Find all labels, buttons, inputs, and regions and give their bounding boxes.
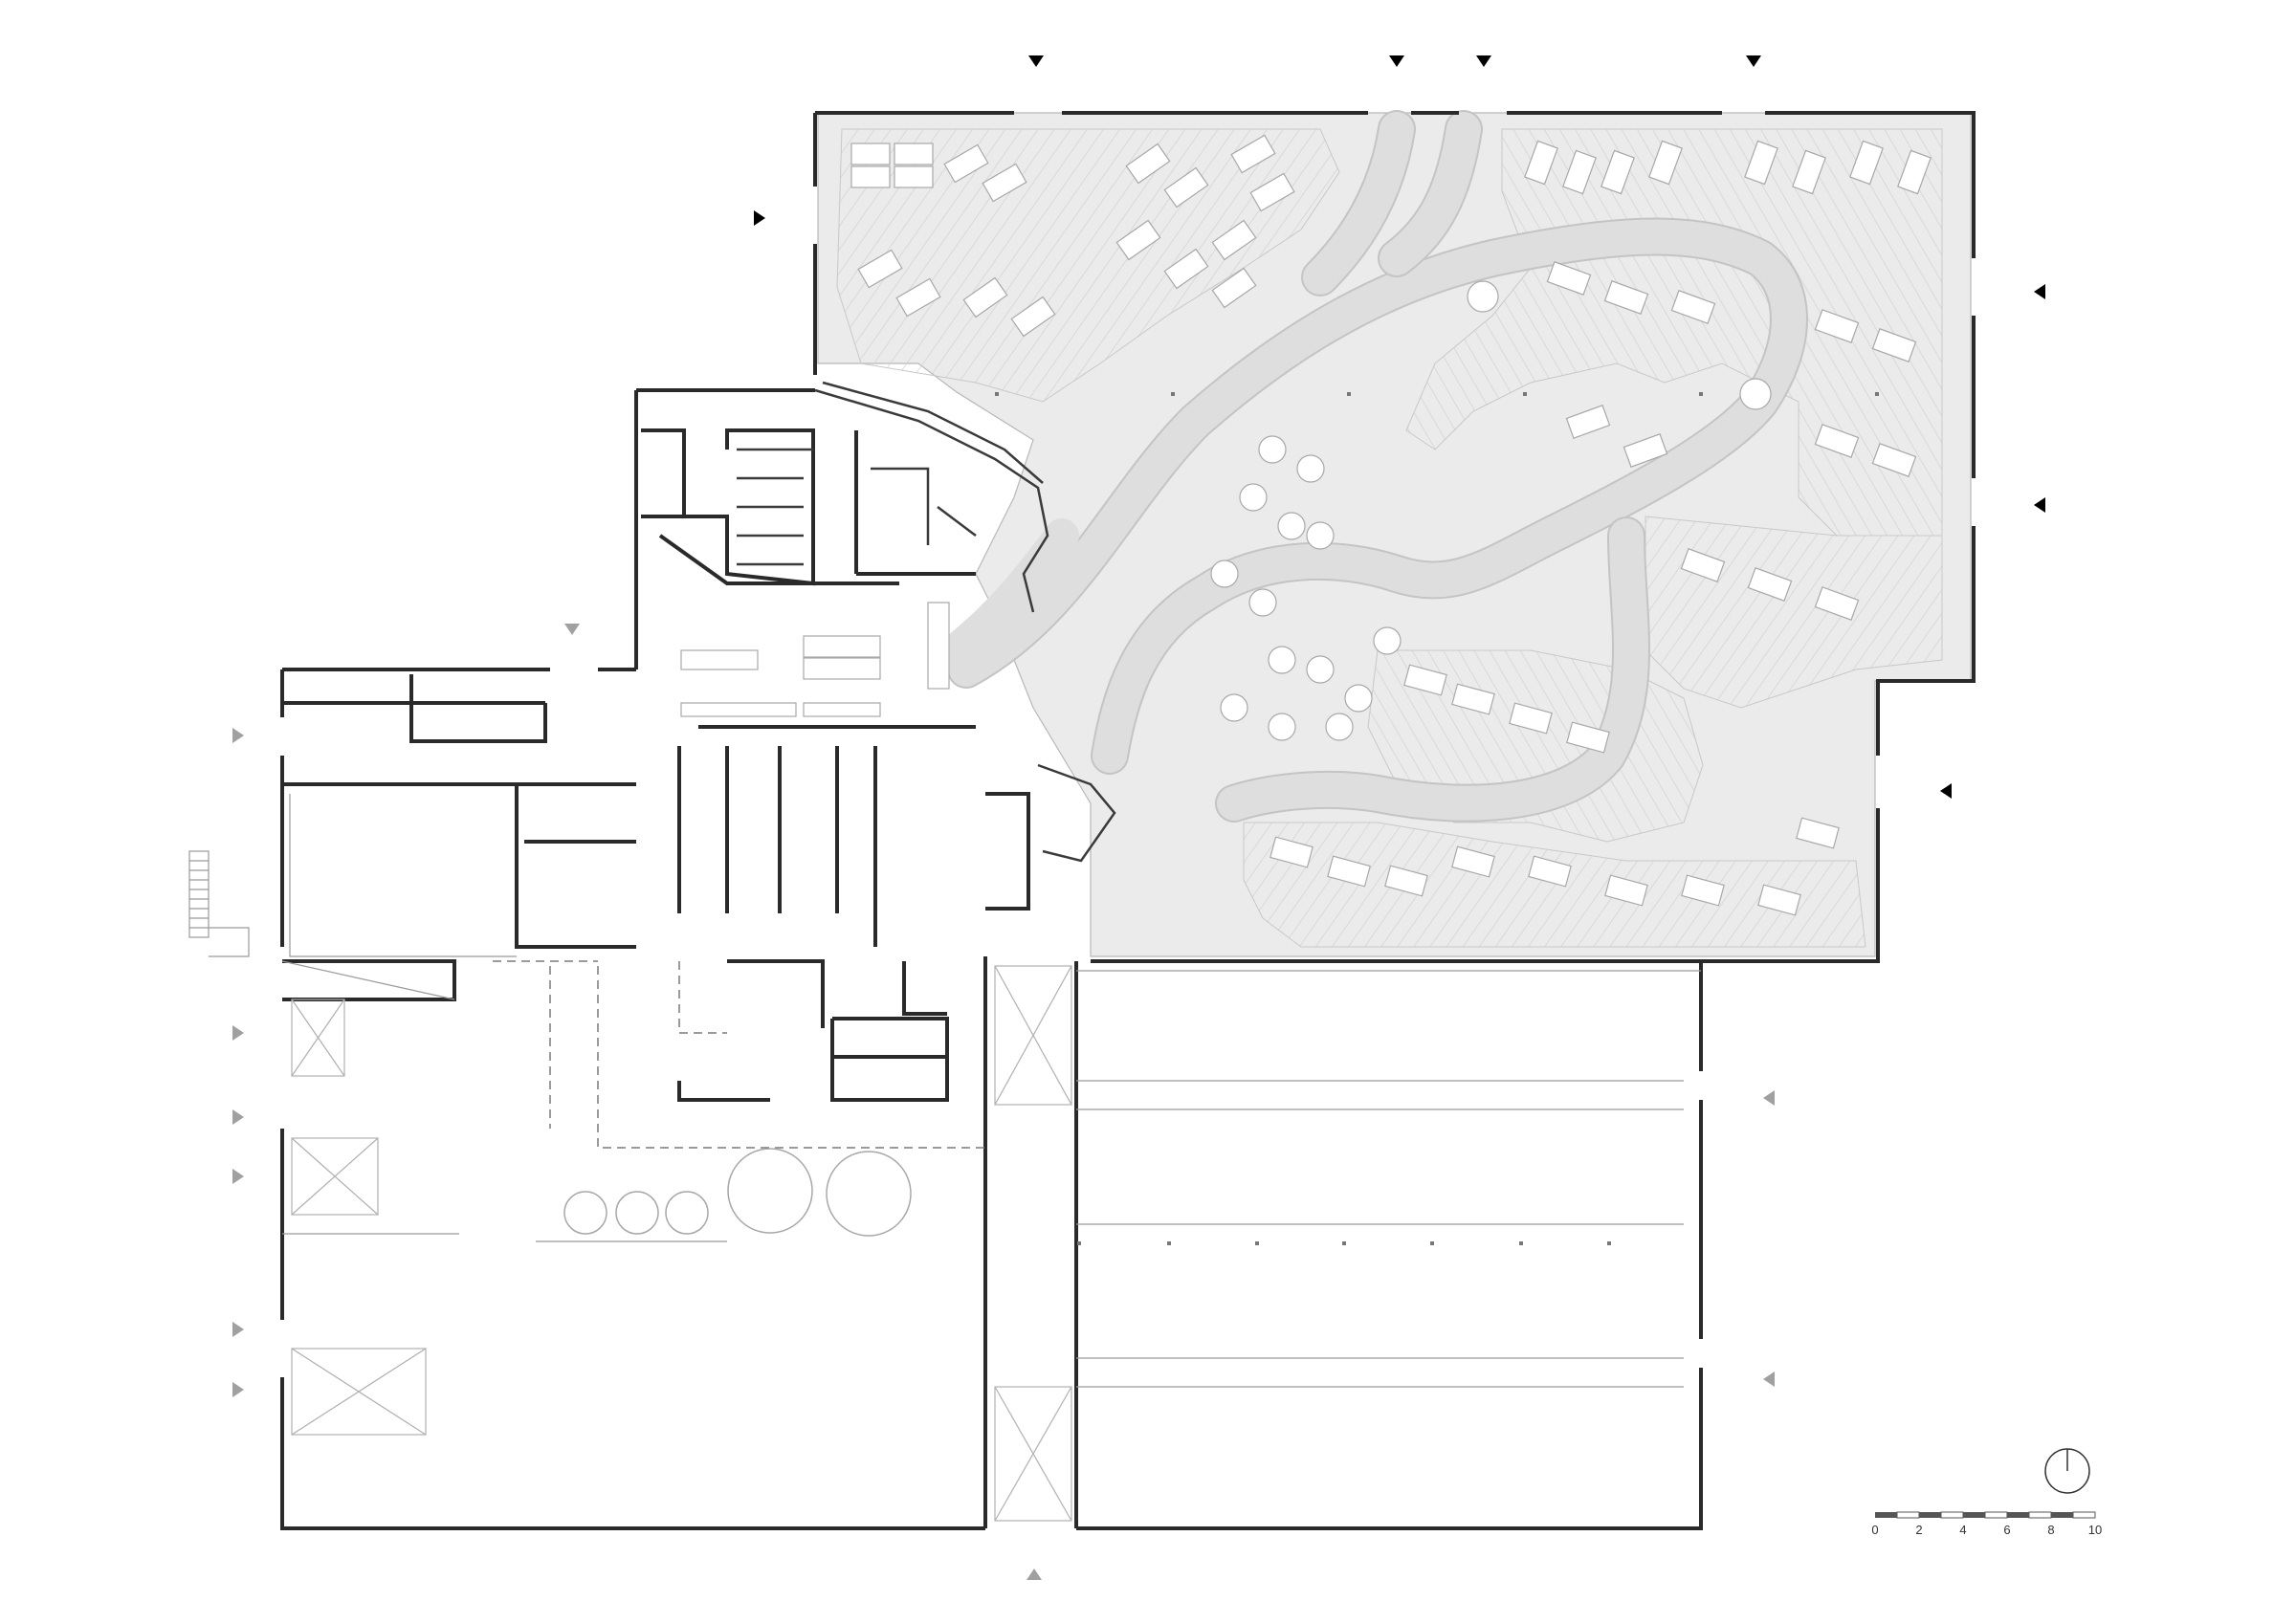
desk-cluster-northwest: [850, 134, 1295, 338]
secondary-entrances: [232, 624, 1775, 1580]
scale-label: 6: [2003, 1523, 2010, 1537]
scale-label: 0: [1871, 1523, 1878, 1537]
tanks: [563, 1148, 912, 1237]
circulation-path: [949, 219, 1806, 773]
columns: [995, 392, 1879, 396]
desk-cluster-northeast: [1524, 140, 1932, 621]
scale-label: 10: [2088, 1523, 2102, 1537]
primary-entrances: [754, 55, 2045, 799]
loading-bays: [291, 965, 1072, 1522]
entrance-arrow-icon: [2034, 284, 2045, 299]
desk-cluster-south: [1269, 664, 1840, 916]
service-core: [597, 428, 1116, 1149]
lounge-tables: [1210, 280, 1772, 741]
entrance-arrow-icon: [232, 1025, 244, 1041]
scale-bar: 0 2 4 6 8 10: [1871, 1511, 2102, 1537]
circulation-path-north: [1303, 112, 1481, 295]
desk-island-south: [1243, 822, 1866, 948]
entrance-arrow-icon: [1763, 1090, 1775, 1106]
entrance-arrow-icon: [1028, 55, 1044, 67]
entrance-arrow-icon: [232, 1322, 244, 1337]
circulation-path-south: [1217, 518, 1648, 821]
exterior-walls: [280, 111, 1976, 1530]
entrance-arrow-icon: [754, 210, 765, 226]
north-arrow-icon: [2044, 1448, 2090, 1494]
entrance-arrow-icon: [1027, 1569, 1042, 1580]
desk-island-northwest: [836, 128, 1340, 403]
scale-label: 8: [2047, 1523, 2054, 1537]
scale-label: 4: [1959, 1523, 1966, 1537]
entrance-arrow-icon: [232, 728, 244, 743]
west-wing: [188, 674, 1072, 1522]
circulation-path-west: [939, 518, 1079, 668]
entrance-arrow-icon: [2034, 497, 2045, 513]
exterior-stair: [188, 850, 250, 957]
entrance-arrow-icon: [564, 624, 580, 635]
entrance-arrow-icon: [1389, 55, 1404, 67]
entrance-arrow-icon: [1746, 55, 1761, 67]
scale-label: 2: [1915, 1523, 1922, 1537]
entrance-arrow-icon: [232, 1109, 244, 1125]
entrance-arrow-icon: [232, 1169, 244, 1184]
entrance-arrow-icon: [1940, 783, 1952, 799]
open-office-zone: [817, 110, 1972, 957]
warehouse-bays: [1076, 970, 1701, 1388]
entrance-arrow-icon: [1763, 1372, 1775, 1387]
entrance-arrow-icon: [1476, 55, 1491, 67]
entrance-arrow-icon: [232, 1382, 244, 1397]
